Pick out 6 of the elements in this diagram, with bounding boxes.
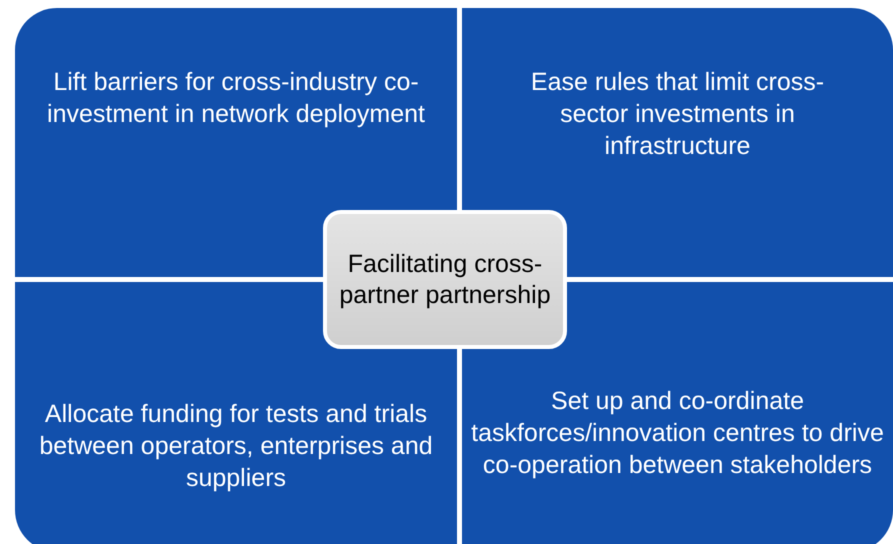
quadrant-text: Set up and co-ordinate taskforces/innovation centres to drive co-operation between stakeholders — [470, 386, 885, 481]
center-title: Facilitating cross-partner partnership — [338, 248, 552, 310]
quadrant-text: Lift barriers for cross-industry co-investment in network deployment — [46, 67, 426, 130]
center-box — [323, 210, 567, 349]
quadrant-text: Allocate funding for tests and trials between operators, enterprises and suppliers — [38, 399, 434, 494]
quadrant-text: Ease rules that limit cross-sector investments in infrastructure — [530, 67, 826, 162]
